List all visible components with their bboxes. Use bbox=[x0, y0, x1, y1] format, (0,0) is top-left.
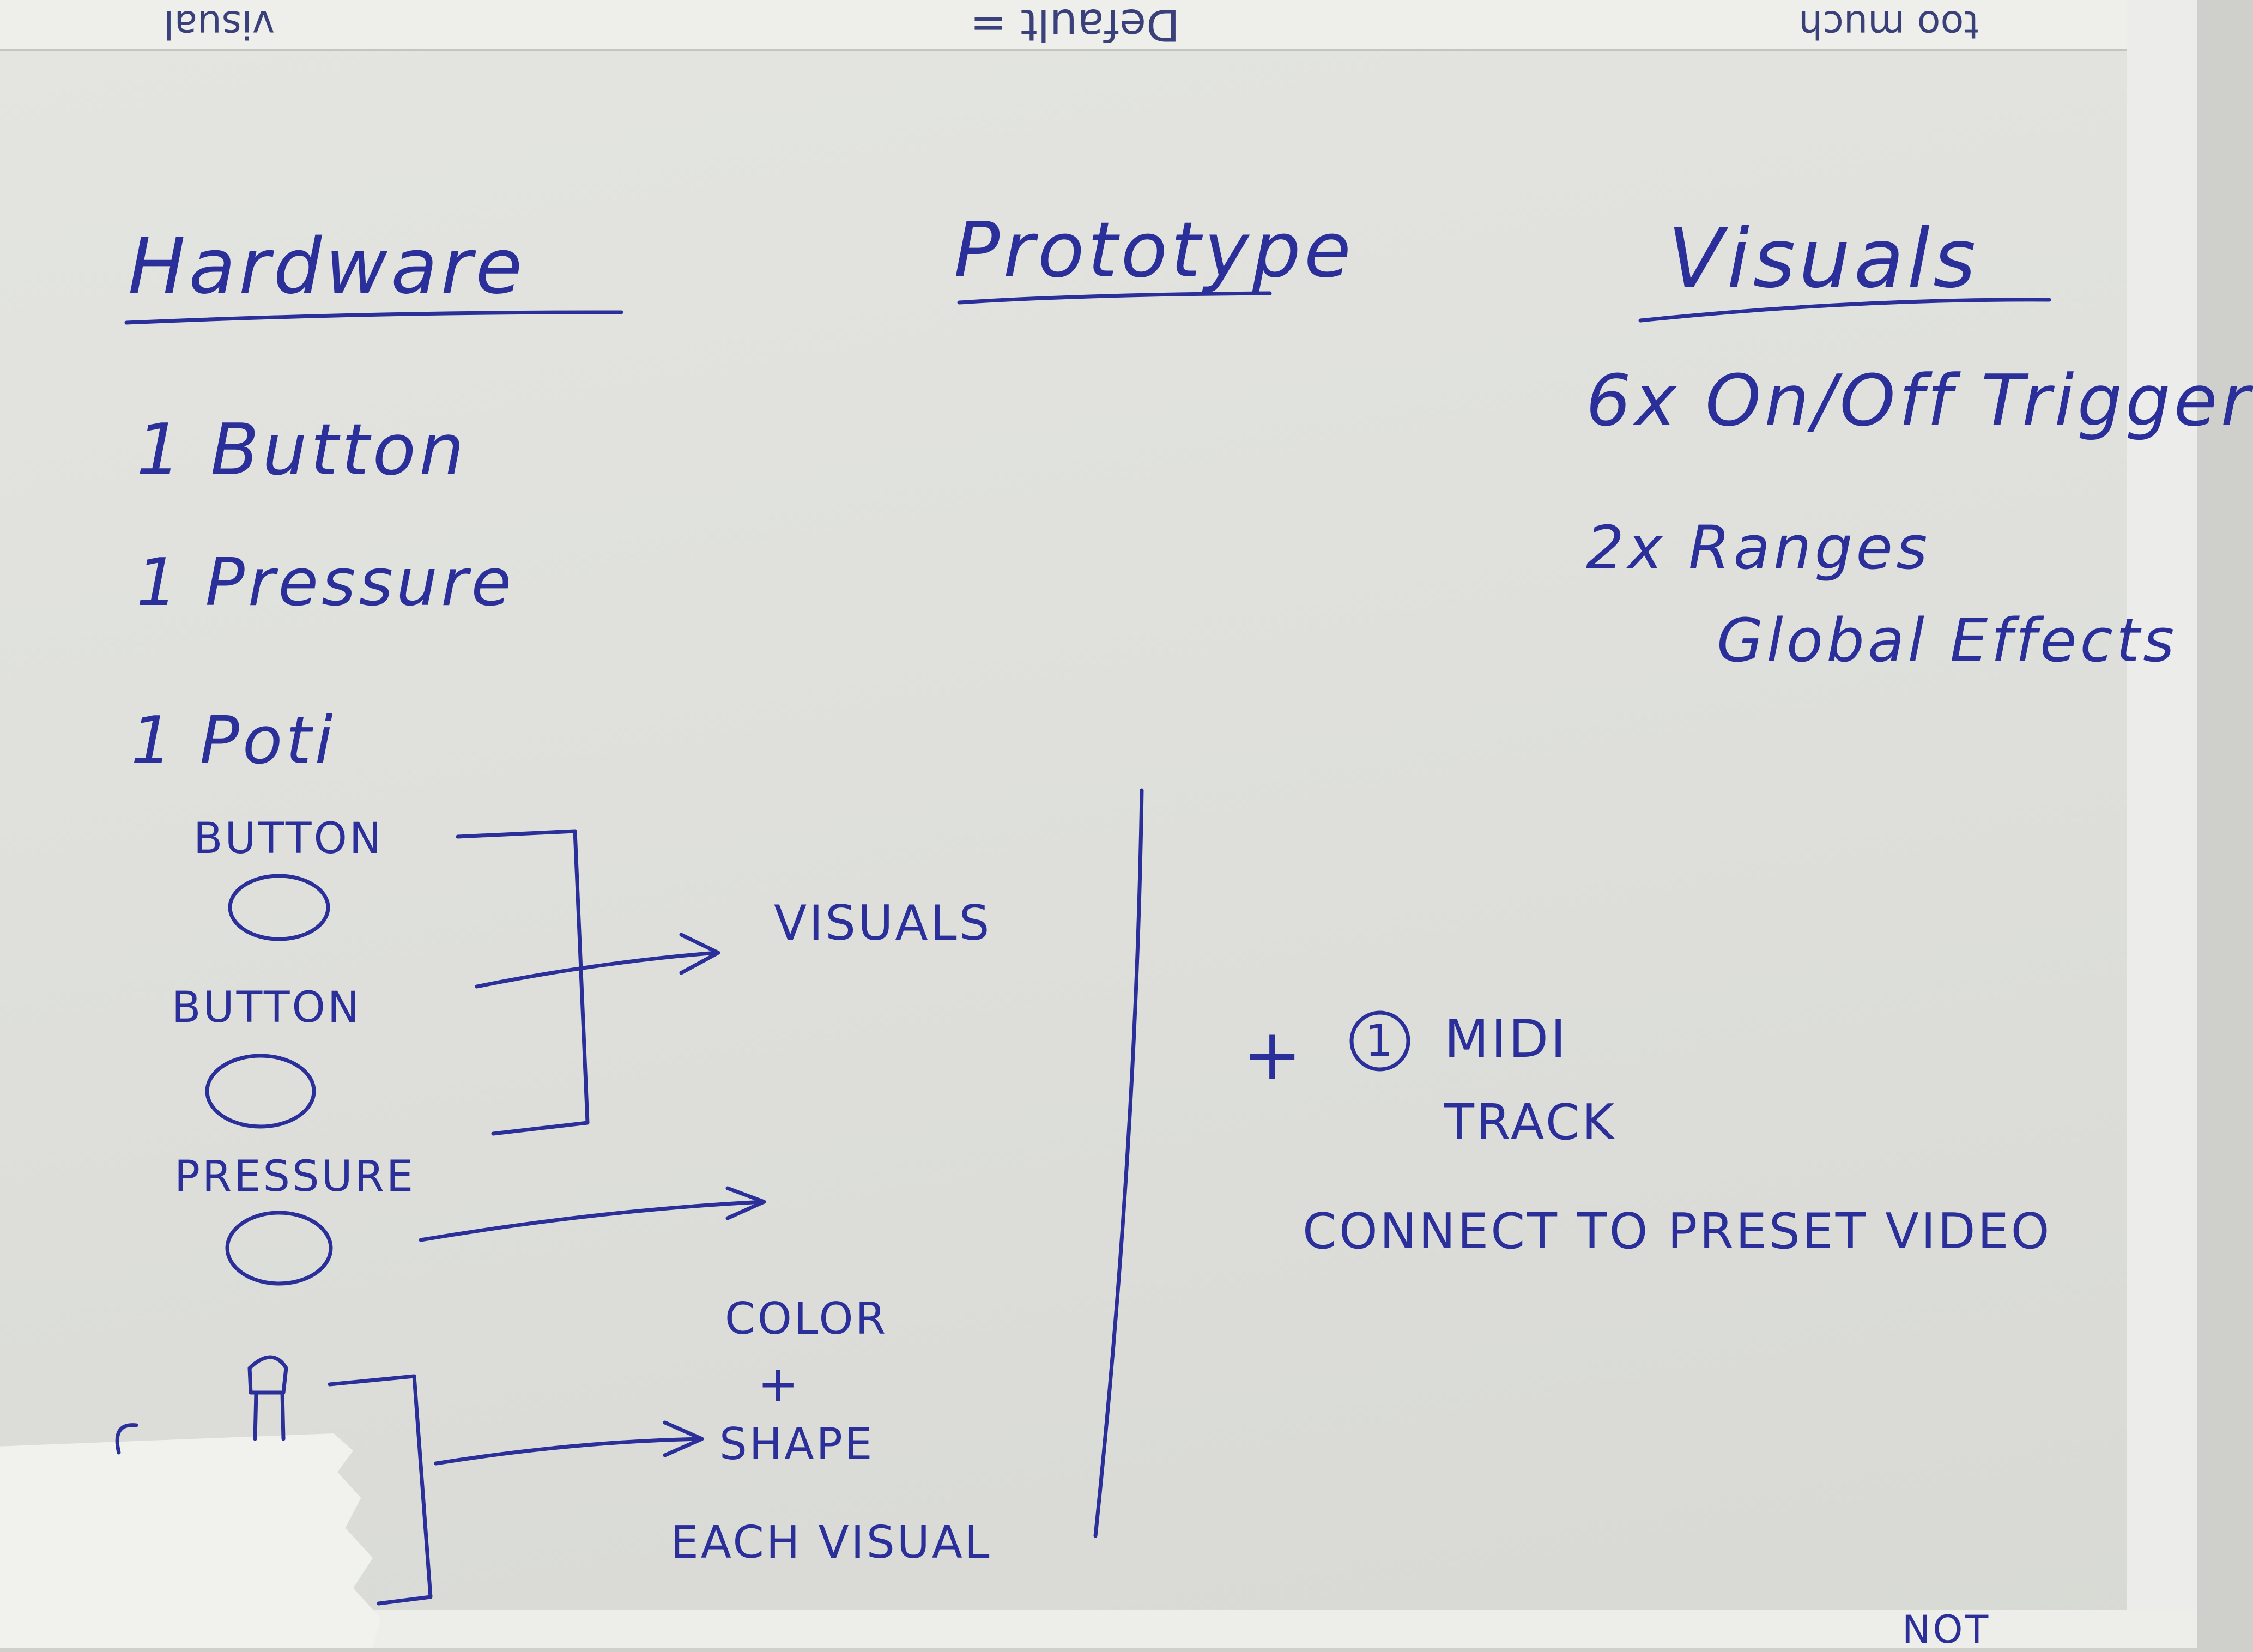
visuals-item-triggers: 6x On/Off Trigger bbox=[1586, 359, 2253, 442]
sketch-each-visual-label: EACH VISUAL bbox=[670, 1517, 992, 1569]
visuals-arrowhead bbox=[679, 933, 720, 975]
visuals-item-global-effects: Global Effects bbox=[1717, 606, 2178, 675]
sketch-pressure-label: PRESSURE bbox=[174, 1152, 416, 1201]
poti-bracket bbox=[328, 1374, 433, 1606]
visuals-title: Visuals bbox=[1668, 211, 1979, 306]
sketch-shape-label: SHAPE bbox=[719, 1419, 875, 1469]
color-shape-arrow-shaft bbox=[434, 1437, 702, 1466]
buttons-bracket bbox=[456, 829, 590, 1136]
visuals-item-ranges: 2x Ranges bbox=[1586, 513, 1931, 583]
back-paper-sheet bbox=[0, 0, 2197, 51]
right-paper-edge bbox=[2127, 0, 2197, 1648]
pressure-arrowhead bbox=[725, 1186, 766, 1220]
midi-plus-sign: + bbox=[1243, 1013, 1302, 1096]
sketch-plus-sign: + bbox=[758, 1356, 799, 1413]
sketch-button-label-1: BUTTON bbox=[193, 814, 384, 863]
number-circle bbox=[1349, 1010, 1410, 1072]
poti-knob bbox=[247, 1355, 288, 1441]
torn-paper-piece bbox=[0, 1433, 381, 1648]
paper-sheet bbox=[0, 0, 2197, 1648]
hardware-title: Hardware bbox=[128, 222, 526, 311]
circled-number: 1 bbox=[1365, 1015, 1393, 1066]
pen-strokes bbox=[115, 291, 2051, 1606]
prototype-underline bbox=[957, 291, 1272, 305]
sketch-button-label-2: BUTTON bbox=[172, 983, 362, 1032]
button-circle-1 bbox=[228, 874, 330, 941]
poti-arc bbox=[115, 1423, 138, 1455]
hardware-item-pressure: 1 Pressure bbox=[136, 545, 515, 621]
column-divider bbox=[1093, 788, 1144, 1538]
hardware-underline bbox=[124, 310, 623, 325]
midi-label: MIDI bbox=[1444, 1009, 1568, 1069]
button-circle-2 bbox=[205, 1054, 316, 1129]
visuals-underline bbox=[1638, 298, 2051, 323]
pressure-circle bbox=[225, 1211, 333, 1286]
sketch-visuals-label: VISUALS bbox=[774, 895, 992, 951]
sketch-color-label: COLOR bbox=[725, 1293, 888, 1344]
pressure-arrow-shaft bbox=[419, 1200, 765, 1242]
hardware-item-poti: 1 Poti bbox=[131, 703, 336, 779]
connect-preset-video-label: CONNECT TO PRESET VIDEO bbox=[1303, 1203, 2052, 1260]
bottom-right-text: NOT bbox=[1902, 1607, 1991, 1652]
color-shape-arrowhead bbox=[663, 1420, 704, 1457]
track-label: TRACK bbox=[1444, 1094, 1616, 1151]
visuals-arrow-shaft bbox=[475, 951, 719, 989]
hardware-item-button: 1 Button bbox=[136, 408, 468, 491]
prototype-title: Prototype bbox=[954, 206, 1354, 295]
